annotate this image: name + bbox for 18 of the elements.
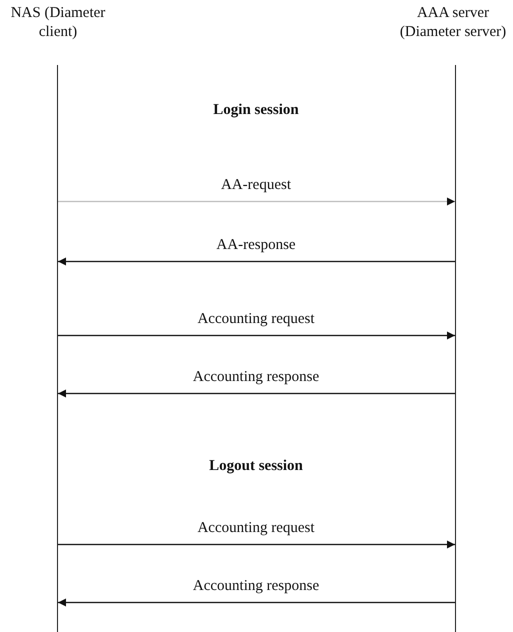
message-label: Accounting request bbox=[197, 520, 315, 537]
message-arrow bbox=[58, 598, 455, 606]
message-label: Accounting response bbox=[192, 578, 320, 595]
participant-label: AAA server (Diameter server) bbox=[393, 4, 513, 64]
lifeline bbox=[57, 65, 58, 632]
session-label: Login session bbox=[213, 102, 299, 119]
message-label: Accounting response bbox=[192, 369, 320, 386]
message-arrow bbox=[58, 198, 455, 206]
message-label: AA-request bbox=[221, 177, 291, 194]
participant-label: NAS (Diameter client) bbox=[0, 4, 116, 64]
message-arrow bbox=[58, 332, 455, 340]
lifeline bbox=[455, 65, 456, 632]
message-arrow bbox=[58, 258, 455, 266]
session-label: Logout session bbox=[209, 458, 303, 475]
message-arrow bbox=[58, 540, 455, 548]
message-arrow bbox=[58, 390, 455, 398]
message-label: AA-response bbox=[216, 237, 296, 254]
message-label: Accounting request bbox=[197, 311, 315, 328]
